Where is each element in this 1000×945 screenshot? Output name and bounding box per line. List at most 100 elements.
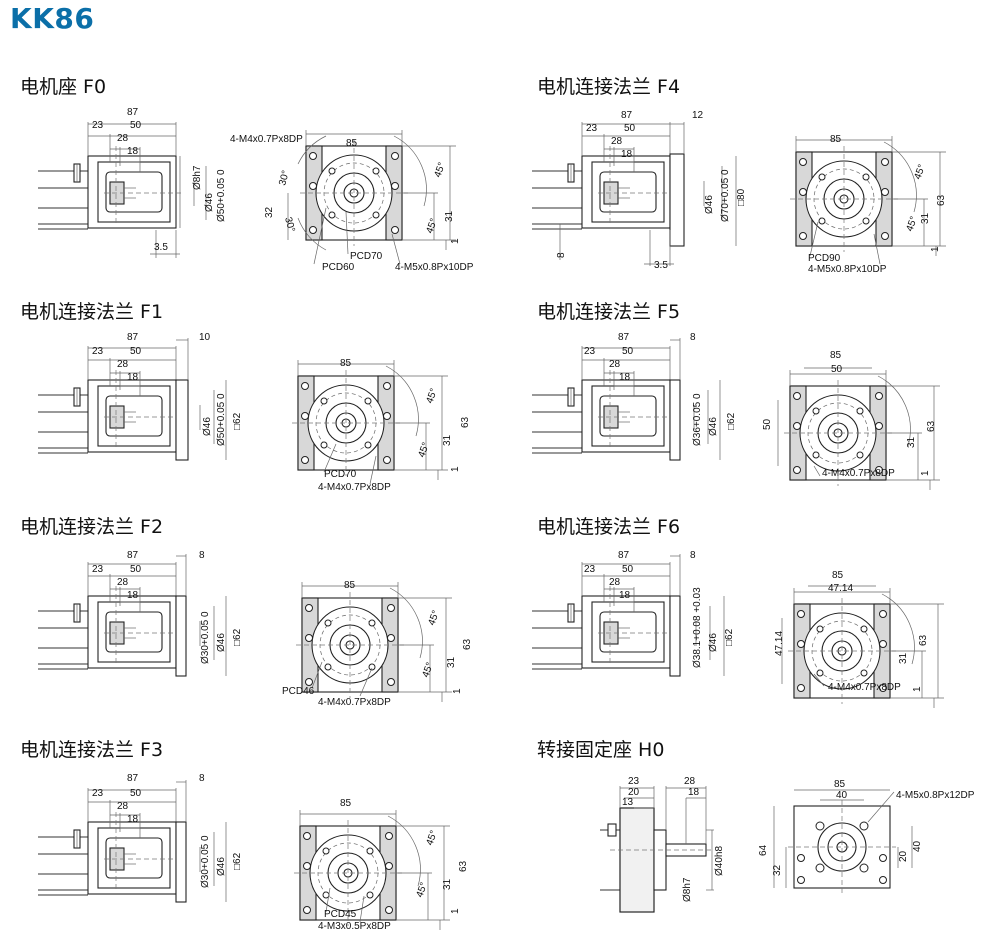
side-view-f4 xyxy=(531,121,737,266)
dim-f0-v2: Ø50+0.05 0 xyxy=(216,169,227,222)
dim-f6-v0: Ø38.1+0.08 +0.03 xyxy=(692,587,703,668)
dim-f3-8: 8 xyxy=(199,773,205,784)
dim-f1-31: 31 xyxy=(442,434,453,446)
dim-f6-87: 87 xyxy=(618,550,630,561)
dim-f6-left: 47.14 xyxy=(774,631,785,656)
dim-f6-v1: Ø46 xyxy=(708,633,719,652)
dim-f4-holes-bottom: 4-M5x0.8Px10DP xyxy=(808,264,887,275)
side-view-f0 xyxy=(37,121,207,258)
dim-f1-v0: Ø46 xyxy=(202,417,213,436)
dim-f3-45a: 45° xyxy=(424,829,440,847)
dim-f5-31: 31 xyxy=(906,436,917,448)
dim-f5-v0: Ø36+0.05 0 xyxy=(692,393,703,446)
side-view-f5 xyxy=(531,338,721,461)
dim-h0-20: 20 xyxy=(898,850,909,862)
dim-f3-holes-bottom: 4-M3x0.5Px8DP xyxy=(318,921,391,932)
dim-f3-85: 85 xyxy=(340,798,352,809)
dim-f2-8: 8 xyxy=(199,550,205,561)
dim-f2-pcd46: PCD46 xyxy=(282,686,315,697)
dim-h0-13: 13 xyxy=(622,797,634,808)
dim-f1-28: 28 xyxy=(117,359,129,370)
dim-f1-holes-bottom: 4-M4x0.7Px8DP xyxy=(318,482,391,493)
dim-f0-holes-bottom: 4-M5x0.8Px10DP xyxy=(395,262,474,273)
front-view-f0 xyxy=(287,129,457,265)
section-title-f4: 电机连接法兰 F4 xyxy=(537,76,681,98)
dim-f5-18: 18 xyxy=(619,372,631,383)
side-view-h0 xyxy=(600,786,714,913)
dim-f3-pcd45: PCD45 xyxy=(324,909,357,920)
dim-f0-pcd60: PCD60 xyxy=(322,262,355,273)
dim-f0-87: 87 xyxy=(127,107,139,118)
dim-f6-23: 23 xyxy=(584,564,596,575)
dim-f0-45b: 45° xyxy=(424,217,440,235)
dim-f3-v1: Ø46 xyxy=(216,857,227,876)
dim-f0-v1: Ø46 xyxy=(204,193,215,212)
dim-f0-85: 85 xyxy=(346,138,358,149)
dim-f3-18: 18 xyxy=(127,814,139,825)
dim-h0-23: 23 xyxy=(628,776,640,787)
dim-f5-87: 87 xyxy=(618,332,630,343)
dim-f1-10: 10 xyxy=(199,332,211,343)
dim-h0-64: 64 xyxy=(758,844,769,856)
dim-f1-85: 85 xyxy=(340,358,352,369)
front-view-h0 xyxy=(773,789,913,894)
dim-f4-87: 87 xyxy=(621,110,633,121)
dim-f1-23: 23 xyxy=(92,346,104,357)
dim-f0-18: 18 xyxy=(127,146,139,157)
dim-f0-1: 1 xyxy=(450,238,461,244)
dim-h0-32: 32 xyxy=(772,864,783,876)
dim-f2-v0: Ø30+0.05 0 xyxy=(200,611,211,664)
dim-f4-3.5: 3.5 xyxy=(654,260,668,271)
dim-f4-31: 31 xyxy=(920,212,931,224)
section-title-f5: 电机连接法兰 F5 xyxy=(537,301,681,323)
dim-f3-1: 1 xyxy=(450,908,461,914)
dim-f2-87: 87 xyxy=(127,550,139,561)
dim-f0-30a: 30° xyxy=(277,169,292,186)
dim-f2-1: 1 xyxy=(452,688,463,694)
dim-h0-v0: Ø40h8 xyxy=(714,846,725,876)
dim-f4-23: 23 xyxy=(586,123,598,134)
dim-f4-v1: Ø70+0.05 0 xyxy=(720,169,731,222)
dim-f1-63: 63 xyxy=(460,416,471,428)
dim-f3-v2: □62 xyxy=(232,852,243,870)
dim-f6-28: 28 xyxy=(609,577,621,588)
dim-f5-28: 28 xyxy=(609,359,621,370)
dim-f2-63: 63 xyxy=(462,638,473,650)
section-title-h0: 转接固定座 H0 xyxy=(537,739,665,761)
dim-f3-50: 50 xyxy=(130,788,142,799)
dim-f0-30b: 30° xyxy=(282,216,297,233)
section-title-f1: 电机连接法兰 F1 xyxy=(20,301,164,323)
dim-f1-v1: Ø50+0.05 0 xyxy=(216,393,227,446)
dim-h0-40: 40 xyxy=(836,790,848,801)
dim-f4-45b: 45° xyxy=(904,215,920,233)
dim-f2-45b: 45° xyxy=(420,661,436,679)
dim-f5-50-left: 50 xyxy=(762,418,773,430)
dim-f5-23: 23 xyxy=(584,346,596,357)
section-title-f3: 电机连接法兰 F3 xyxy=(20,739,164,761)
dim-h0-v1: Ø8h7 xyxy=(682,877,693,902)
dim-f6-inner: 47.14 xyxy=(828,583,853,594)
dim-f0-28: 28 xyxy=(117,133,129,144)
dim-f2-v2: □62 xyxy=(232,628,243,646)
dim-f2-holes-bottom: 4-M4x0.7Px8DP xyxy=(318,697,391,708)
dim-f5-v1: Ø46 xyxy=(708,417,719,436)
dim-f4-12: 12 xyxy=(692,110,704,121)
dim-f6-18: 18 xyxy=(619,590,631,601)
front-view-f6 xyxy=(781,585,945,709)
dim-f0-v0: Ø8h7 xyxy=(192,165,203,190)
dim-f0-45a: 45° xyxy=(432,161,448,179)
dim-f6-85: 85 xyxy=(832,570,844,581)
dim-f5-50-inner: 50 xyxy=(831,364,843,375)
front-view-f2 xyxy=(295,581,453,703)
dim-h0-20: 20 xyxy=(628,787,640,798)
dim-f3-45b: 45° xyxy=(414,881,430,899)
dim-f2-31: 31 xyxy=(446,656,457,668)
dim-f1-50: 50 xyxy=(130,346,142,357)
dim-f5-8: 8 xyxy=(690,332,696,343)
dim-f1-v2: □62 xyxy=(232,412,243,430)
dim-f1-87: 87 xyxy=(127,332,139,343)
dim-f1-1: 1 xyxy=(450,466,461,472)
section-title-f0: 电机座 F0 xyxy=(20,76,107,98)
dim-f4-v2: □80 xyxy=(736,188,747,206)
dim-f6-50: 50 xyxy=(622,564,634,575)
